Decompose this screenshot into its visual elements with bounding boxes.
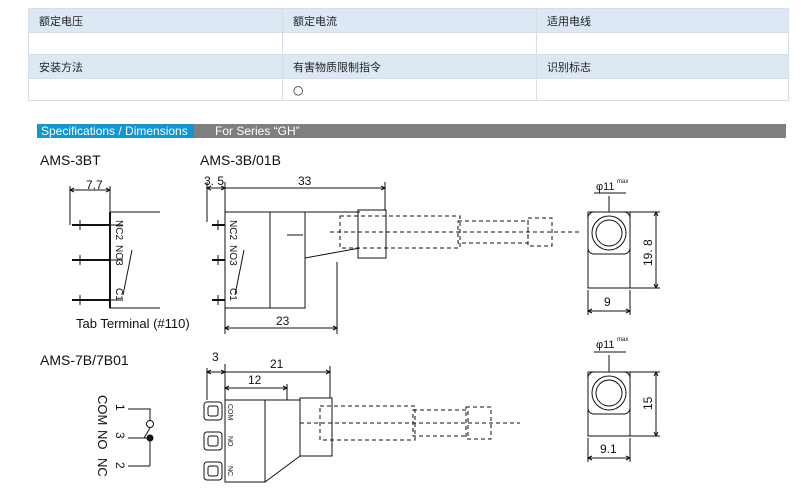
schematic-pin-1: 1: [113, 404, 127, 411]
dim-7-7: 7.7: [86, 178, 103, 192]
ams-7b-drawing: 3 21 12 COM NO NC: [203, 350, 520, 483]
mark-no: NO: [226, 436, 233, 447]
cell-rated-current-value: [282, 32, 537, 55]
cell-rated-voltage-label: 额定电压: [28, 8, 283, 33]
dim-19-8: 19. 8: [641, 239, 655, 266]
dim-phi11-top: φ11: [596, 181, 615, 193]
cell-rohs-value: ○: [282, 78, 537, 101]
spec-table: 额定电压 额定电流 适用电线 安装方法 有害物质限制指令 识别标志 ○: [28, 8, 789, 101]
cell-rated-voltage-value: [28, 32, 283, 55]
table-row: 额定电压 额定电流 适用电线: [28, 8, 789, 33]
spec-banner: Specifications / Dimensions For Series “…: [37, 124, 786, 138]
dim-15: 15: [641, 396, 655, 410]
cell-rohs-label: 有害物质限制指令: [282, 54, 537, 79]
mark-no3: NO3: [227, 245, 238, 266]
schematic-pin-2: 2: [113, 462, 127, 469]
model-title-ams-3bt: AMS-3BT: [40, 152, 101, 168]
cell-marking-value: [536, 78, 789, 101]
spec-tab-label: Specifications / Dimensions: [37, 124, 194, 138]
series-label: For Series “GH”: [215, 124, 300, 138]
mark-c1: C1: [227, 288, 238, 301]
mark-no3: NO3: [113, 245, 124, 266]
model-title-ams-7b: AMS-7B/7B01: [40, 352, 129, 368]
schematic-pin-3: 3: [113, 432, 127, 439]
ams-3b-drawing: 3. 5 33 NC2 NO3 C1 23: [204, 174, 580, 334]
dim-21: 21: [270, 357, 284, 371]
model-title-ams-3b-01b: AMS-3B/01B: [200, 152, 281, 168]
end-view-top: φ11 max 19. 8 9: [586, 179, 660, 315]
dim-9: 9: [604, 295, 611, 309]
dim-23: 23: [276, 314, 290, 328]
mark-nc: NC: [226, 466, 233, 476]
mark-com: COM: [226, 404, 233, 421]
tab-terminal-label: Tab Terminal (#110): [76, 316, 190, 331]
ams-3bt-drawing: 7.7 NC2 NO3 C1: [68, 178, 160, 309]
schematic-com: COM: [95, 395, 110, 425]
cell-marking-label: 识别标志: [536, 54, 789, 79]
schematic-no: NO: [95, 430, 110, 450]
mark-nc2: NC2: [113, 220, 124, 240]
max-label-bottom: max: [617, 337, 628, 343]
switch-schematic: COM NO NC 1 3 2: [95, 395, 154, 477]
max-label-top: max: [617, 179, 628, 185]
schematic-nc: NC: [95, 458, 110, 477]
mark-nc2: NC2: [227, 220, 238, 240]
end-view-bottom: φ11 max 15 9.1: [586, 337, 660, 462]
dim-phi11-bottom: φ11: [596, 339, 615, 351]
mark-c1: C1: [113, 288, 124, 301]
cell-mounting-value: [28, 78, 283, 101]
dim-33: 33: [298, 174, 312, 188]
dim-12: 12: [248, 373, 262, 387]
table-row: ○: [28, 78, 789, 101]
dim-3: 3: [212, 350, 219, 364]
dim-9-1: 9.1: [600, 442, 617, 456]
dim-3-5: 3. 5: [204, 174, 224, 188]
